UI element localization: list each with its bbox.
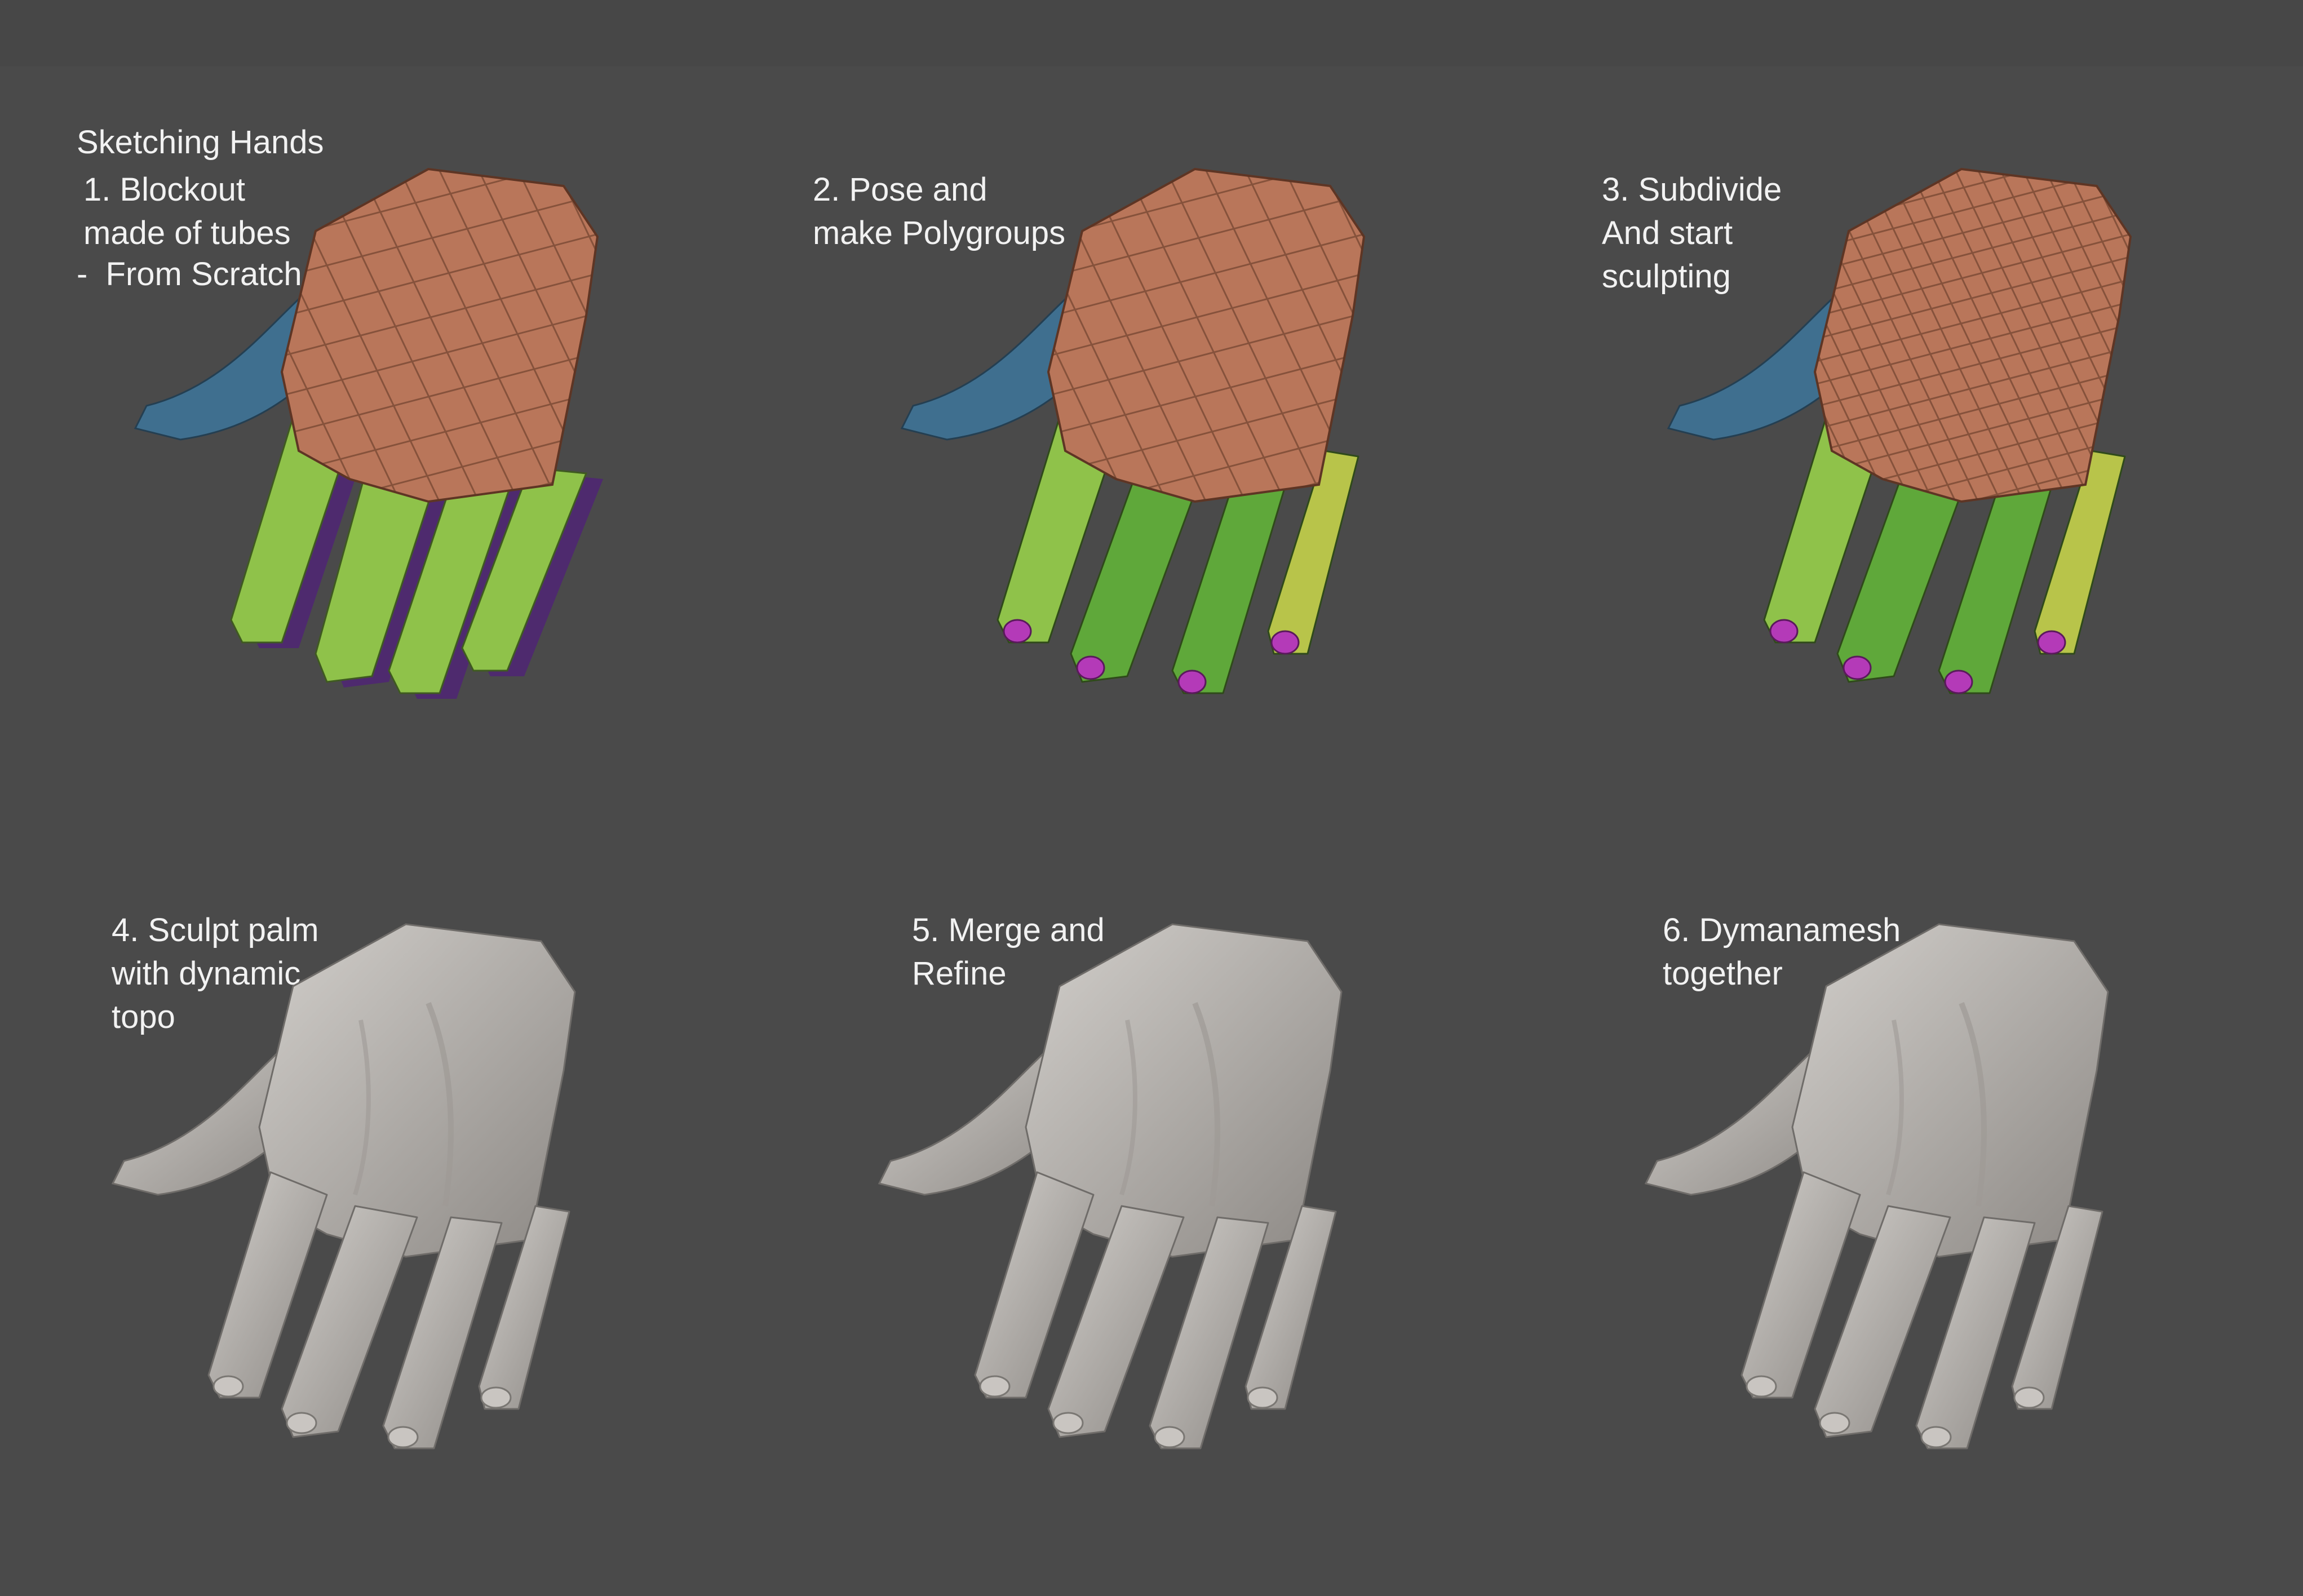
step-3-label: 3. Subdivide And start sculpting	[1602, 171, 1782, 295]
hand-illustration-6	[1623, 890, 2271, 1482]
step-1-label: 1. Blockout made of tubes	[83, 171, 291, 251]
step-2-label: 2. Pose and make Polygroups	[813, 171, 1066, 251]
hand-illustration-5	[857, 890, 1505, 1482]
hand-illustration-4	[90, 890, 738, 1482]
step-5-label: 5. Merge and Refine	[912, 912, 1105, 992]
title-line-1: Sketching Hands	[77, 124, 324, 161]
hand-illustration-1	[113, 135, 761, 727]
hand-illustration-2	[879, 135, 1527, 727]
header-band	[0, 0, 2303, 66]
step-4-label: 4. Sculpt palm with dynamic topo	[112, 912, 319, 1035]
step-6-label: 6. Dymanamesh together	[1663, 912, 1901, 992]
hand-illustration-3	[1646, 135, 2294, 727]
